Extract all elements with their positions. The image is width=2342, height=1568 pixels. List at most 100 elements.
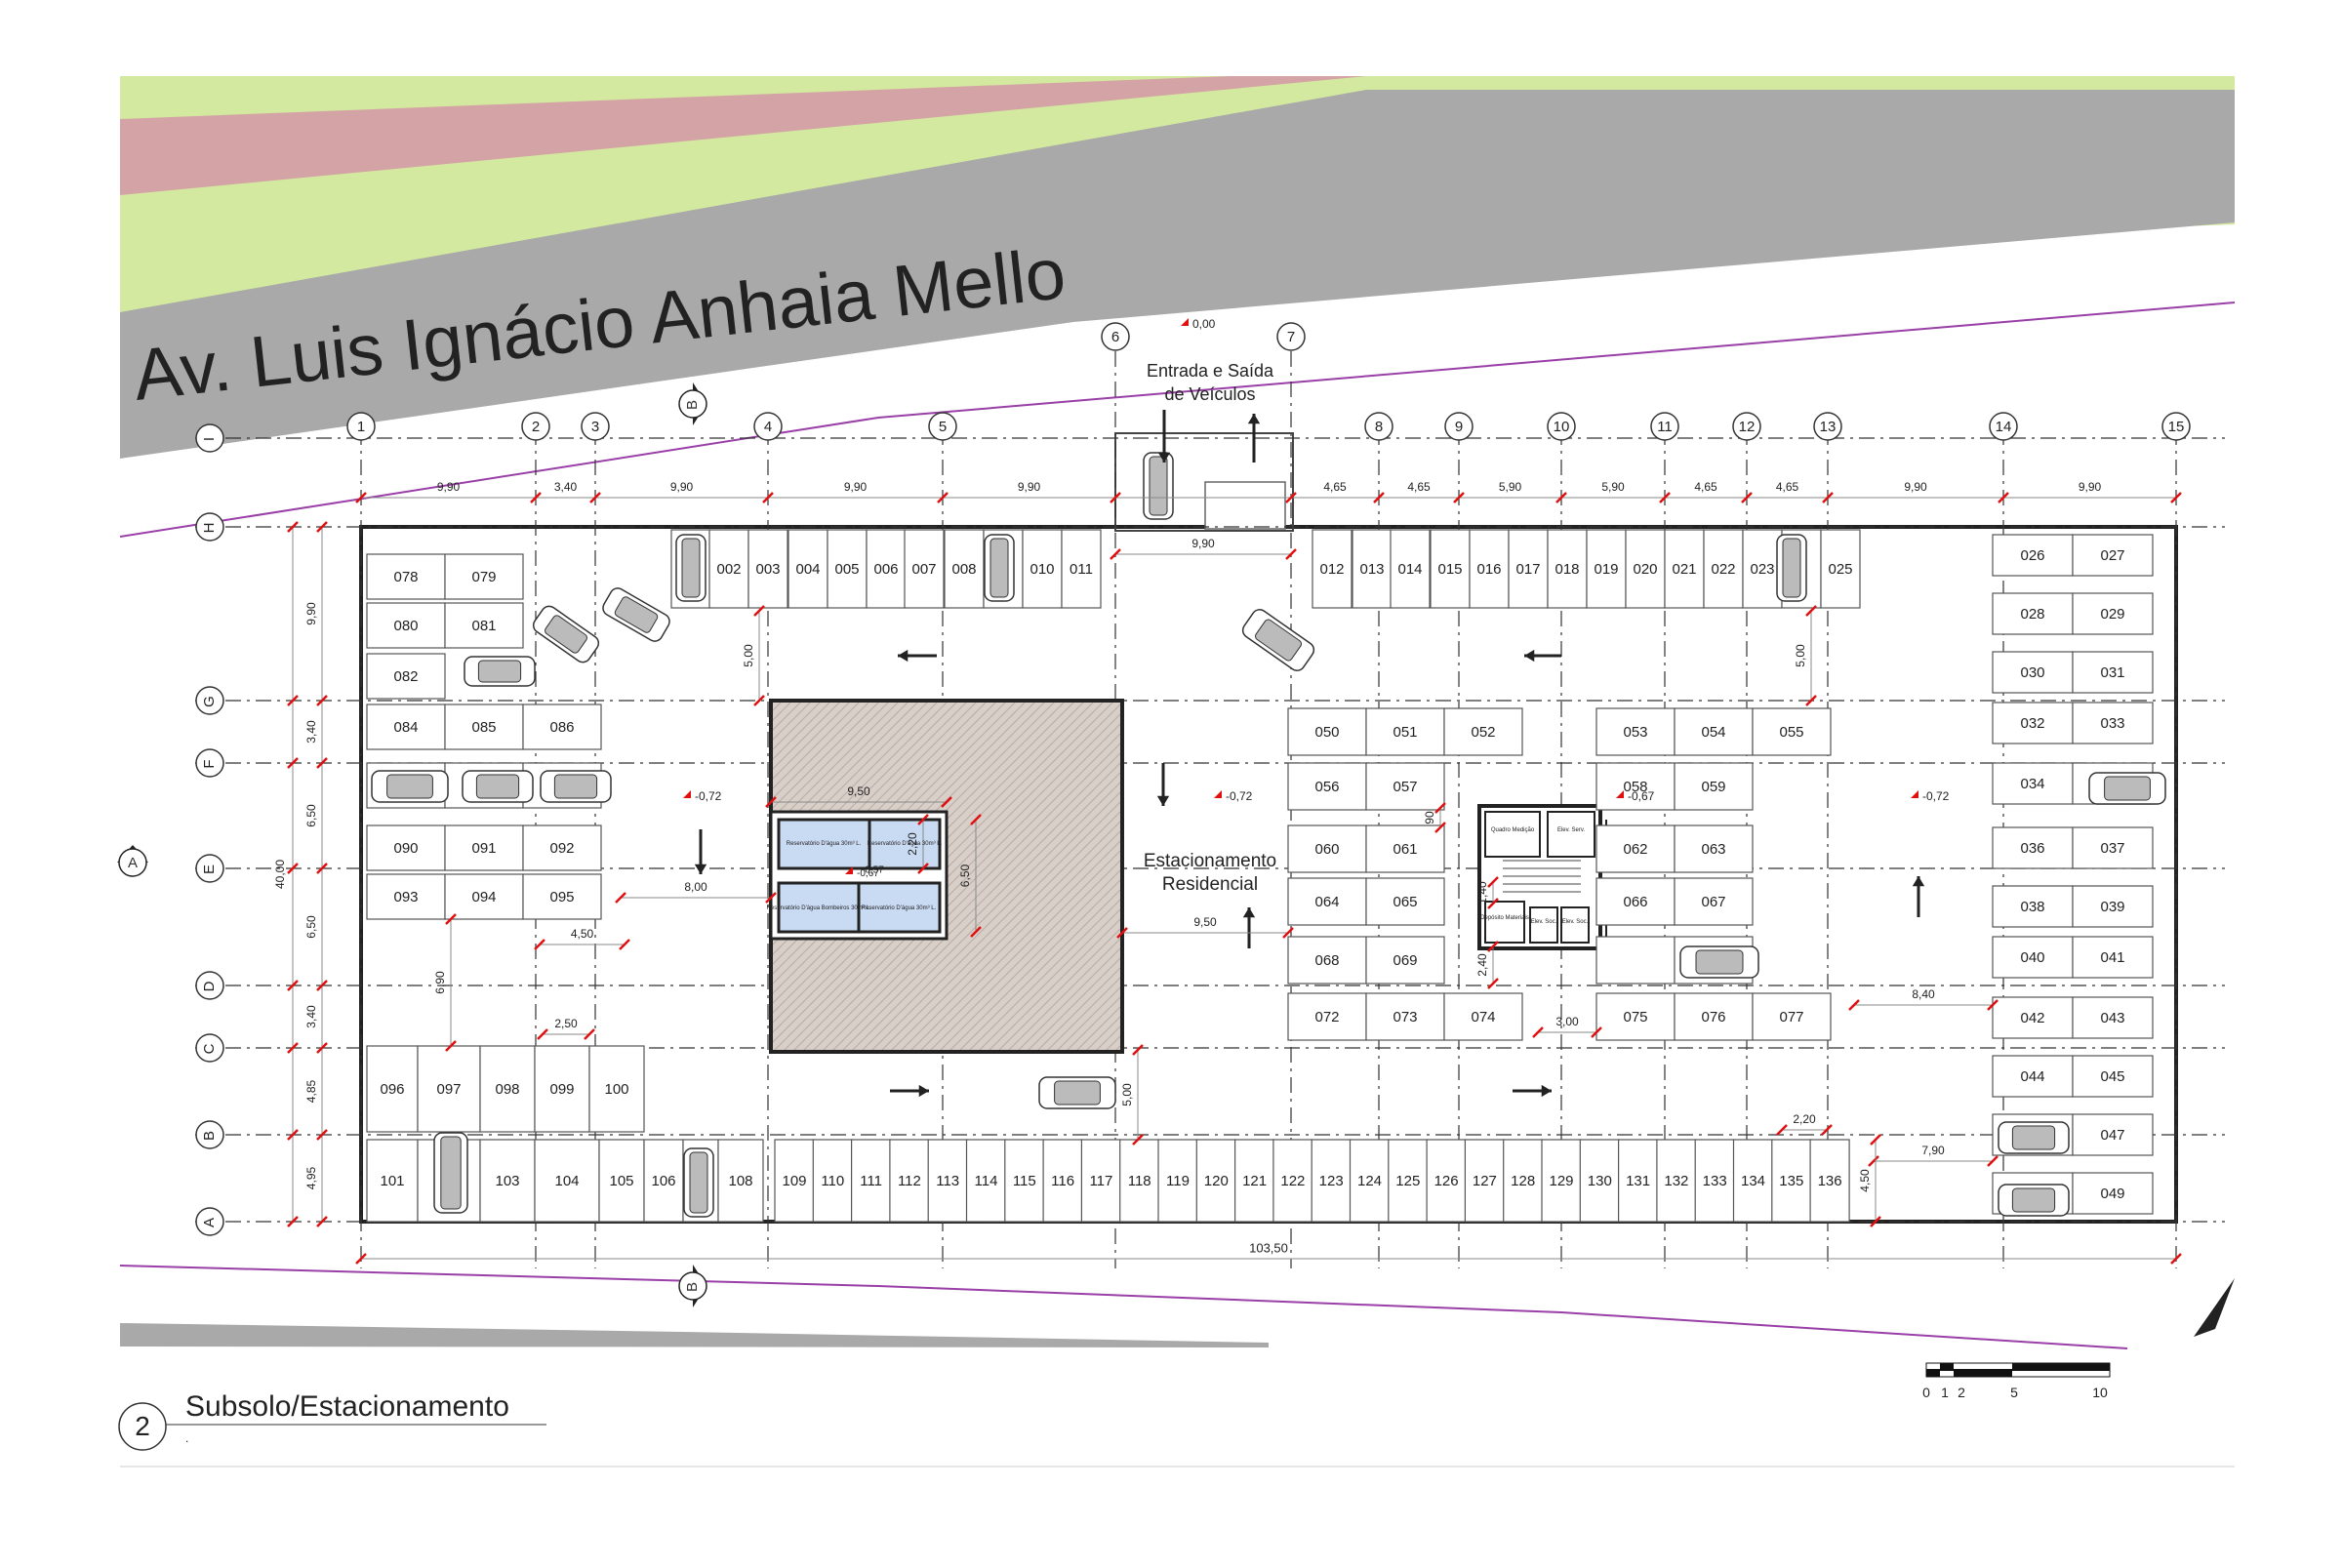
stall-number: 027: [2100, 547, 2124, 564]
dim-tick: [537, 1028, 548, 1040]
parking-stall: [1287, 992, 1367, 1041]
parking-stall: [1752, 707, 1832, 756]
dim-tick: [1487, 876, 1499, 888]
stall-number: 119: [1166, 1173, 1190, 1189]
stall-number: 072: [1314, 1009, 1339, 1025]
stall-number: 034: [2020, 776, 2044, 792]
car-icon: [462, 770, 534, 803]
dim-tick: [1110, 492, 1121, 503]
grid-bubble-row: [195, 686, 224, 715]
parking-stall: [1287, 824, 1367, 873]
parking-label-1: Estacionamento: [1144, 851, 1276, 871]
dim-tick: [2170, 1253, 2182, 1265]
parking-stall: [1233, 1139, 1275, 1223]
car-roof: [386, 774, 433, 799]
parking-stall: [1992, 885, 2074, 928]
north-arrow-icon: [2194, 1278, 2235, 1337]
stall-number: 130: [1588, 1173, 1612, 1189]
car-roof: [477, 660, 522, 683]
stall-number: 091: [471, 840, 496, 857]
dim-tick: [615, 892, 626, 904]
core2-label: Elev. Serv.: [1557, 827, 1585, 833]
parking-stall: [1365, 992, 1445, 1041]
dim-tick: [287, 695, 299, 706]
car-icon: [602, 587, 670, 642]
car-icon: [1998, 1184, 2070, 1217]
parking-stall: [522, 824, 602, 871]
dim-tick: [1848, 999, 1860, 1011]
car-roof: [2104, 776, 2151, 801]
grid-bubble-col: [1547, 412, 1576, 441]
stall-number: 096: [380, 1081, 404, 1098]
dim-east-aisle: 8,40: [1912, 987, 1935, 1001]
car-roof: [545, 615, 587, 654]
parking-stall: [366, 1045, 419, 1133]
stall-number: 110: [821, 1173, 844, 1189]
stall-number: 019: [1594, 561, 1618, 578]
grid-bubble-col: [346, 412, 376, 441]
stall-number: 097: [436, 1081, 461, 1098]
scale-2: 2: [1958, 1385, 1965, 1400]
level-street: 0,00: [1192, 317, 1216, 331]
parking-stall: [1119, 1139, 1160, 1223]
core5-label: Elev. Soc.: [1562, 919, 1589, 925]
stall-number: 108: [728, 1173, 752, 1189]
car-icon: [433, 1132, 468, 1214]
parking-stall: [1311, 1139, 1352, 1223]
dim-tick: [1741, 492, 1753, 503]
parking-stall: [2072, 936, 2154, 979]
stall-number: 043: [2100, 1010, 2124, 1026]
stall-number: 069: [1393, 952, 1417, 969]
arrow-head: [918, 1084, 929, 1098]
parking-stall: [1595, 936, 1676, 985]
dim-stall-w1: 4,50: [571, 927, 594, 941]
stall-number: 093: [393, 889, 418, 905]
stall-number: 124: [1357, 1173, 1382, 1189]
street-context: [119, 76, 2236, 1349]
grid-bubble-row: [195, 748, 224, 778]
parking-stall: [1352, 529, 1393, 609]
parking-stall: [1586, 529, 1627, 609]
parking-stall: [444, 824, 524, 871]
area-labels: Entrada e Saída de Veículos Estacionamen…: [767, 361, 1589, 925]
parking-stall: [643, 1139, 684, 1223]
stall-number: 126: [1434, 1173, 1459, 1189]
stall-number: 044: [2020, 1068, 2044, 1085]
stall-number: 067: [1701, 894, 1725, 910]
parking-stall: [787, 529, 828, 609]
dim-tick: [1373, 492, 1385, 503]
parking-stall: [444, 873, 524, 920]
parking-stall: [1992, 651, 2074, 694]
dim-tick: [1285, 548, 1297, 560]
dim-text-ramp: 9,90: [1191, 537, 1215, 550]
stall-number: 012: [1319, 561, 1344, 578]
parking-stall: [1287, 877, 1367, 926]
dim-aisle-e1: 5,00: [1794, 644, 1807, 667]
dim-tick: [1868, 1155, 1879, 1167]
stall-number: 135: [1779, 1173, 1803, 1189]
stall-number: 051: [1393, 724, 1417, 741]
stall-number: 033: [2100, 715, 2124, 732]
core4-label: Elev. Soc.: [1531, 919, 1557, 925]
dim-tick: [765, 892, 777, 904]
dim-tank-sub: 0,57: [865, 865, 884, 876]
dim-tick: [445, 913, 457, 925]
grid-bubble-col-label: 15: [2168, 419, 2185, 435]
grid-bubble-col: [1732, 412, 1761, 441]
dim-stall-w2: 2,50: [554, 1017, 578, 1030]
car-roof: [689, 1151, 708, 1214]
parking-stall: [1287, 936, 1367, 985]
stall-number: 127: [1473, 1173, 1497, 1189]
dim-tick: [762, 492, 774, 503]
dim-tick: [355, 492, 367, 503]
car-icon: [1241, 609, 1315, 671]
dim-text-top: 9,90: [1018, 480, 1041, 494]
stall-number: 037: [2100, 840, 2124, 857]
stall-number: 039: [2100, 899, 2124, 915]
stall-number: 112: [898, 1173, 921, 1189]
car-icon: [2088, 772, 2166, 805]
dim-tick: [1110, 548, 1121, 560]
parking-stall: [444, 553, 524, 600]
